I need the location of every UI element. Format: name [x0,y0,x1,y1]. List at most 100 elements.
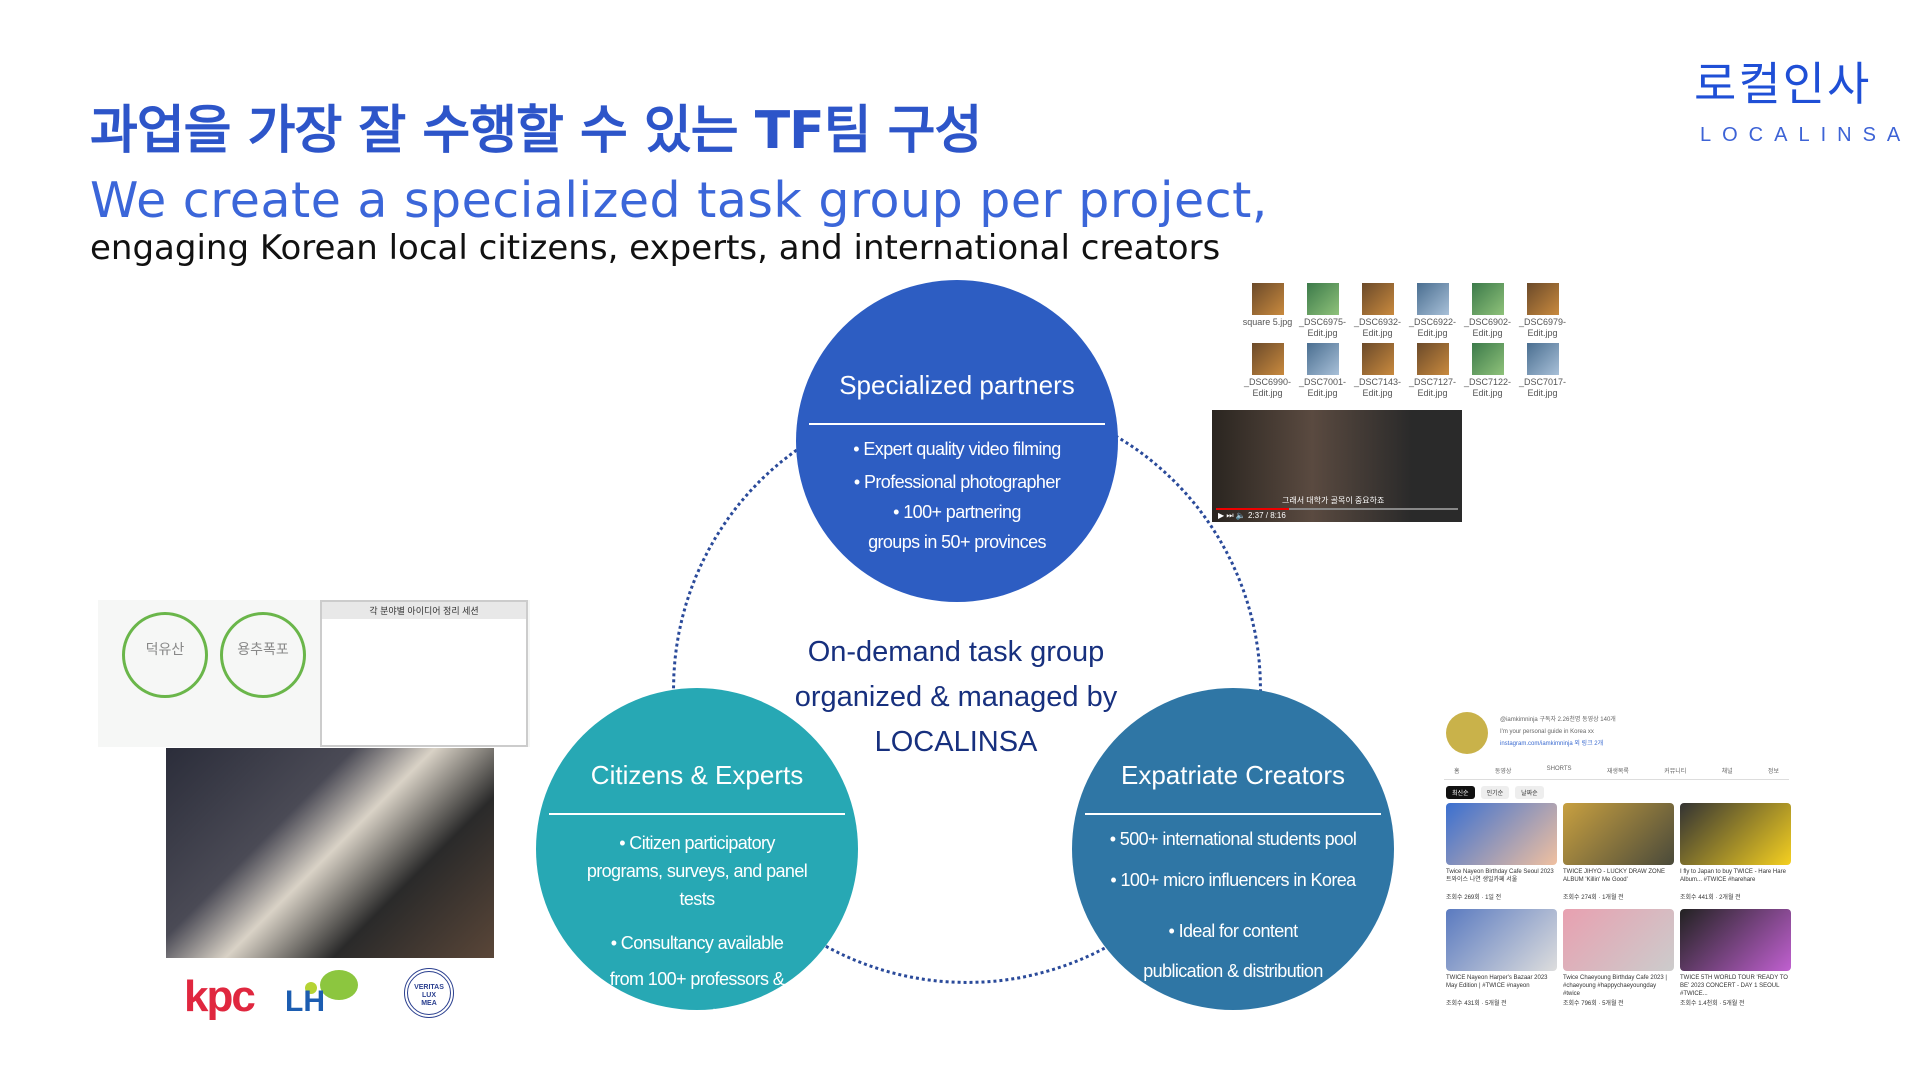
circle-title: Expatriate Creators [1121,760,1345,790]
video-thumbnail [1680,909,1791,971]
channel-tab[interactable]: SHORTS [1546,766,1572,772]
file-item[interactable]: _DSC6932-Edit.jpg [1350,283,1405,339]
video-player[interactable]: 그래서 대학가 골목이 중요하죠 ▶ ⏭ 🔈 2:37 / 8:16 [1212,410,1462,522]
file-item[interactable]: _DSC7017-Edit.jpg [1515,343,1570,399]
file-name: _DSC6902-Edit.jpg [1463,317,1512,338]
channel-avatar [1446,712,1488,754]
channel-tabs: 홈 동영상 SHORTS 재생목록 커뮤니티 채널 정보 [1444,766,1789,780]
divider [549,813,845,815]
image-thumbnail-icon [1251,343,1284,375]
file-item[interactable]: square 5.jpg [1240,283,1295,339]
snu-emblem-logo: VERITAS LUX MEA [404,968,454,1018]
channel-tab[interactable]: 홈 [1454,769,1460,775]
file-item[interactable]: _DSC7143-Edit.jpg [1350,343,1405,399]
file-item[interactable]: _DSC7001-Edit.jpg [1295,343,1350,399]
file-name: _DSC7017-Edit.jpg [1518,377,1567,398]
circle-specialized-partners: Specialized partners • Expert quality vi… [796,280,1118,602]
center-line: LOCALINSA [874,726,1038,758]
video-meta: 조회수 431회 · 5개월 전 [1446,1001,1507,1007]
video-card[interactable]: I fly to Japan to buy TWICE - Hare Hare … [1680,803,1791,901]
image-thumbnail-icon [1526,283,1559,315]
center-line: organized & managed by [794,681,1118,713]
video-meta: 조회수 274회 · 1개월 전 [1563,895,1624,901]
image-thumbnail-icon [1416,283,1449,315]
note-circle: 덕유산 [122,612,208,698]
image-thumbnail-icon [1361,343,1394,375]
channel-bio: I'm your personal guide in Korea xx [1500,729,1594,735]
file-item[interactable]: _DSC6902-Edit.jpg [1460,283,1515,339]
circle-item: • Professional photographer [853,472,1061,492]
channel-tab[interactable]: 정보 [1767,769,1779,775]
snu-emblem-motto: VERITAS LUX MEA [414,984,444,1007]
channel-tab[interactable]: 재생목록 [1606,769,1629,775]
file-item[interactable]: _DSC7122-Edit.jpg [1460,343,1515,399]
circle-title: Specialized partners [839,370,1075,400]
image-thumbnail-icon [1526,343,1559,375]
channel-tab[interactable]: 동영상 [1494,769,1512,775]
video-card[interactable]: TWICE 5TH WORLD TOUR 'READY TO BE' 2023 … [1680,909,1791,1007]
circle-citizens-experts: Citizens & Experts • Citizen participato… [536,688,858,1025]
video-progress-bar[interactable] [1216,508,1458,510]
video-title: TWICE 5TH WORLD TOUR 'READY TO BE' 2023 … [1680,975,1788,997]
photo-file-grid: square 5.jpg _DSC6975-Edit.jpg _DSC6932-Ed… [1240,283,1570,399]
file-name: square 5.jpg [1242,317,1293,327]
lh-logo: LH [285,985,325,1018]
video-meta: 조회수 269회 · 1일 전 [1446,895,1502,901]
video-thumbnail [1563,803,1674,865]
video-card[interactable]: Twice Chaeyoung Birthday Cafe 2023 | #ch… [1563,909,1674,1007]
brand-logo-korean: 로컬인사 [1694,57,1872,111]
video-title: Twice Nayeon Birthday Cafe Seoul 2023 트와… [1446,869,1554,883]
note-circle: 용추폭포 [220,612,306,698]
kpc-logo: kpc [184,972,256,1021]
channel-tab[interactable]: 채널 [1721,769,1733,775]
image-thumbnail-icon [1251,283,1284,315]
image-thumbnail-icon [1471,283,1504,315]
file-item[interactable]: _DSC6975-Edit.jpg [1295,283,1350,339]
center-line: On-demand task group [807,636,1105,668]
video-thumbnail [1446,803,1557,865]
handwritten-notes-image: 덕유산 용추폭포 각 분야별 아이디어 정리 세션 [98,600,530,747]
video-title: I fly to Japan to buy TWICE - Hare Hare … [1680,869,1786,883]
image-thumbnail-icon [1306,283,1339,315]
youtube-channel-screenshot: @iamkimninja 구독자 2.26천명 동영상 140개 I'm you… [1440,708,1798,1007]
subtitle-secondary: engaging Korean local citizens, experts,… [90,228,1221,268]
file-name: _DSC7143-Edit.jpg [1353,377,1402,398]
circle-item: • 100+ micro influencers in Korea [1110,870,1356,890]
sort-chip[interactable]: 최신순 [1446,786,1475,799]
video-card[interactable]: TWICE JIHYO - LUCKY DRAW ZONE ALBUM 'Kil… [1563,803,1674,901]
lh-logo-dot [305,982,317,994]
channel-stats: 구독자 2.26천명 동영상 140개 [1539,717,1616,723]
video-card[interactable]: TWICE Nayeon Harper's Bazaar 2023 May Ed… [1446,909,1557,1007]
image-thumbnail-icon [1471,343,1504,375]
subtitle-primary: We create a specialized task group per p… [90,172,1268,229]
workshop-photo [166,748,494,958]
divider [809,423,1105,425]
file-name: _DSC6922-Edit.jpg [1408,317,1457,338]
file-item[interactable]: _DSC6990-Edit.jpg [1240,343,1295,399]
sort-chips: 최신순 인기순 날짜순 [1446,786,1544,799]
lh-logo-dot [320,970,358,1000]
video-card[interactable]: Twice Nayeon Birthday Cafe Seoul 2023 트와… [1446,803,1557,901]
file-name: _DSC6932-Edit.jpg [1353,317,1402,338]
file-item[interactable]: _DSC6979-Edit.jpg [1515,283,1570,339]
file-name: _DSC7001-Edit.jpg [1298,377,1347,398]
file-name: _DSC7127-Edit.jpg [1408,377,1457,398]
video-title: TWICE JIHYO - LUCKY DRAW ZONE ALBUM 'Kil… [1563,869,1666,883]
circle-item: • Consultancy available from 100+ profes… [609,933,785,1025]
video-caption: 그래서 대학가 골목이 중요하죠 [1282,496,1385,505]
circle-item: • Citizen participatory programs, survey… [586,833,808,909]
video-meta: 조회수 796회 · 5개월 전 [1563,1001,1624,1007]
file-item[interactable]: _DSC7127-Edit.jpg [1405,343,1460,399]
video-meta: 조회수 441회 · 2개월 전 [1680,895,1741,901]
circle-expatriate-creators: Expatriate Creators • 500+ international… [1072,688,1394,1010]
sheet-title: 각 분야별 아이디어 정리 세션 [322,602,526,619]
image-thumbnail-icon [1306,343,1339,375]
file-item[interactable]: _DSC6922-Edit.jpg [1405,283,1460,339]
sort-chip[interactable]: 인기순 [1480,786,1510,799]
channel-tab[interactable]: 커뮤니티 [1664,769,1687,775]
file-name: _DSC6975-Edit.jpg [1298,317,1347,338]
video-controls[interactable]: ▶ ⏭ 🔈 2:37 / 8:16 [1218,511,1286,520]
sort-chip[interactable]: 날짜순 [1515,786,1544,799]
file-name: _DSC6979-Edit.jpg [1518,317,1567,338]
circle-item: • 500+ international students pool [1109,829,1357,849]
